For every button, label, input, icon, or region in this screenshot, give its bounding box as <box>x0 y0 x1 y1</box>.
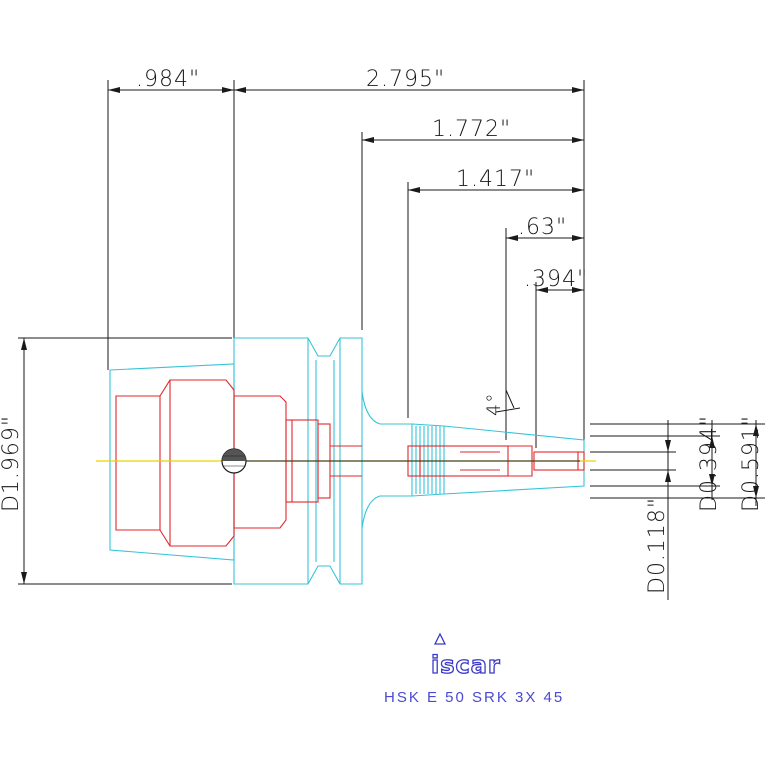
dim-label-1417: 1.417" <box>456 167 535 192</box>
dim-label-394: .394" <box>524 267 588 292</box>
dim-label-d1969: D1.969" <box>0 415 24 512</box>
brand-logo-icon: iscar <box>430 632 501 680</box>
part-number-caption: HSK E 50 SRK 3X 45 <box>384 689 564 706</box>
dim-label-984: .984" <box>136 67 200 92</box>
dim-label-2795: 2.795" <box>366 67 445 92</box>
dim-label-d0118: D0.118" <box>645 497 670 594</box>
dimension-lines <box>18 80 765 600</box>
dim-label-1772: 1.772" <box>432 117 511 142</box>
reference-hole-icon <box>221 448 247 474</box>
dim-label-63: .63" <box>518 215 567 240</box>
dim-label-d0394: D0.394" <box>697 415 722 512</box>
internal-detail <box>115 379 585 547</box>
dim-label-d0591: D0.591" <box>739 415 764 512</box>
brand-logo-text: iscar <box>431 651 501 679</box>
dimension-labels: .984" 2.795" 1.772" 1.417" .63" .394" 4°… <box>0 67 764 594</box>
dim-label-angle: 4° <box>483 392 505 416</box>
